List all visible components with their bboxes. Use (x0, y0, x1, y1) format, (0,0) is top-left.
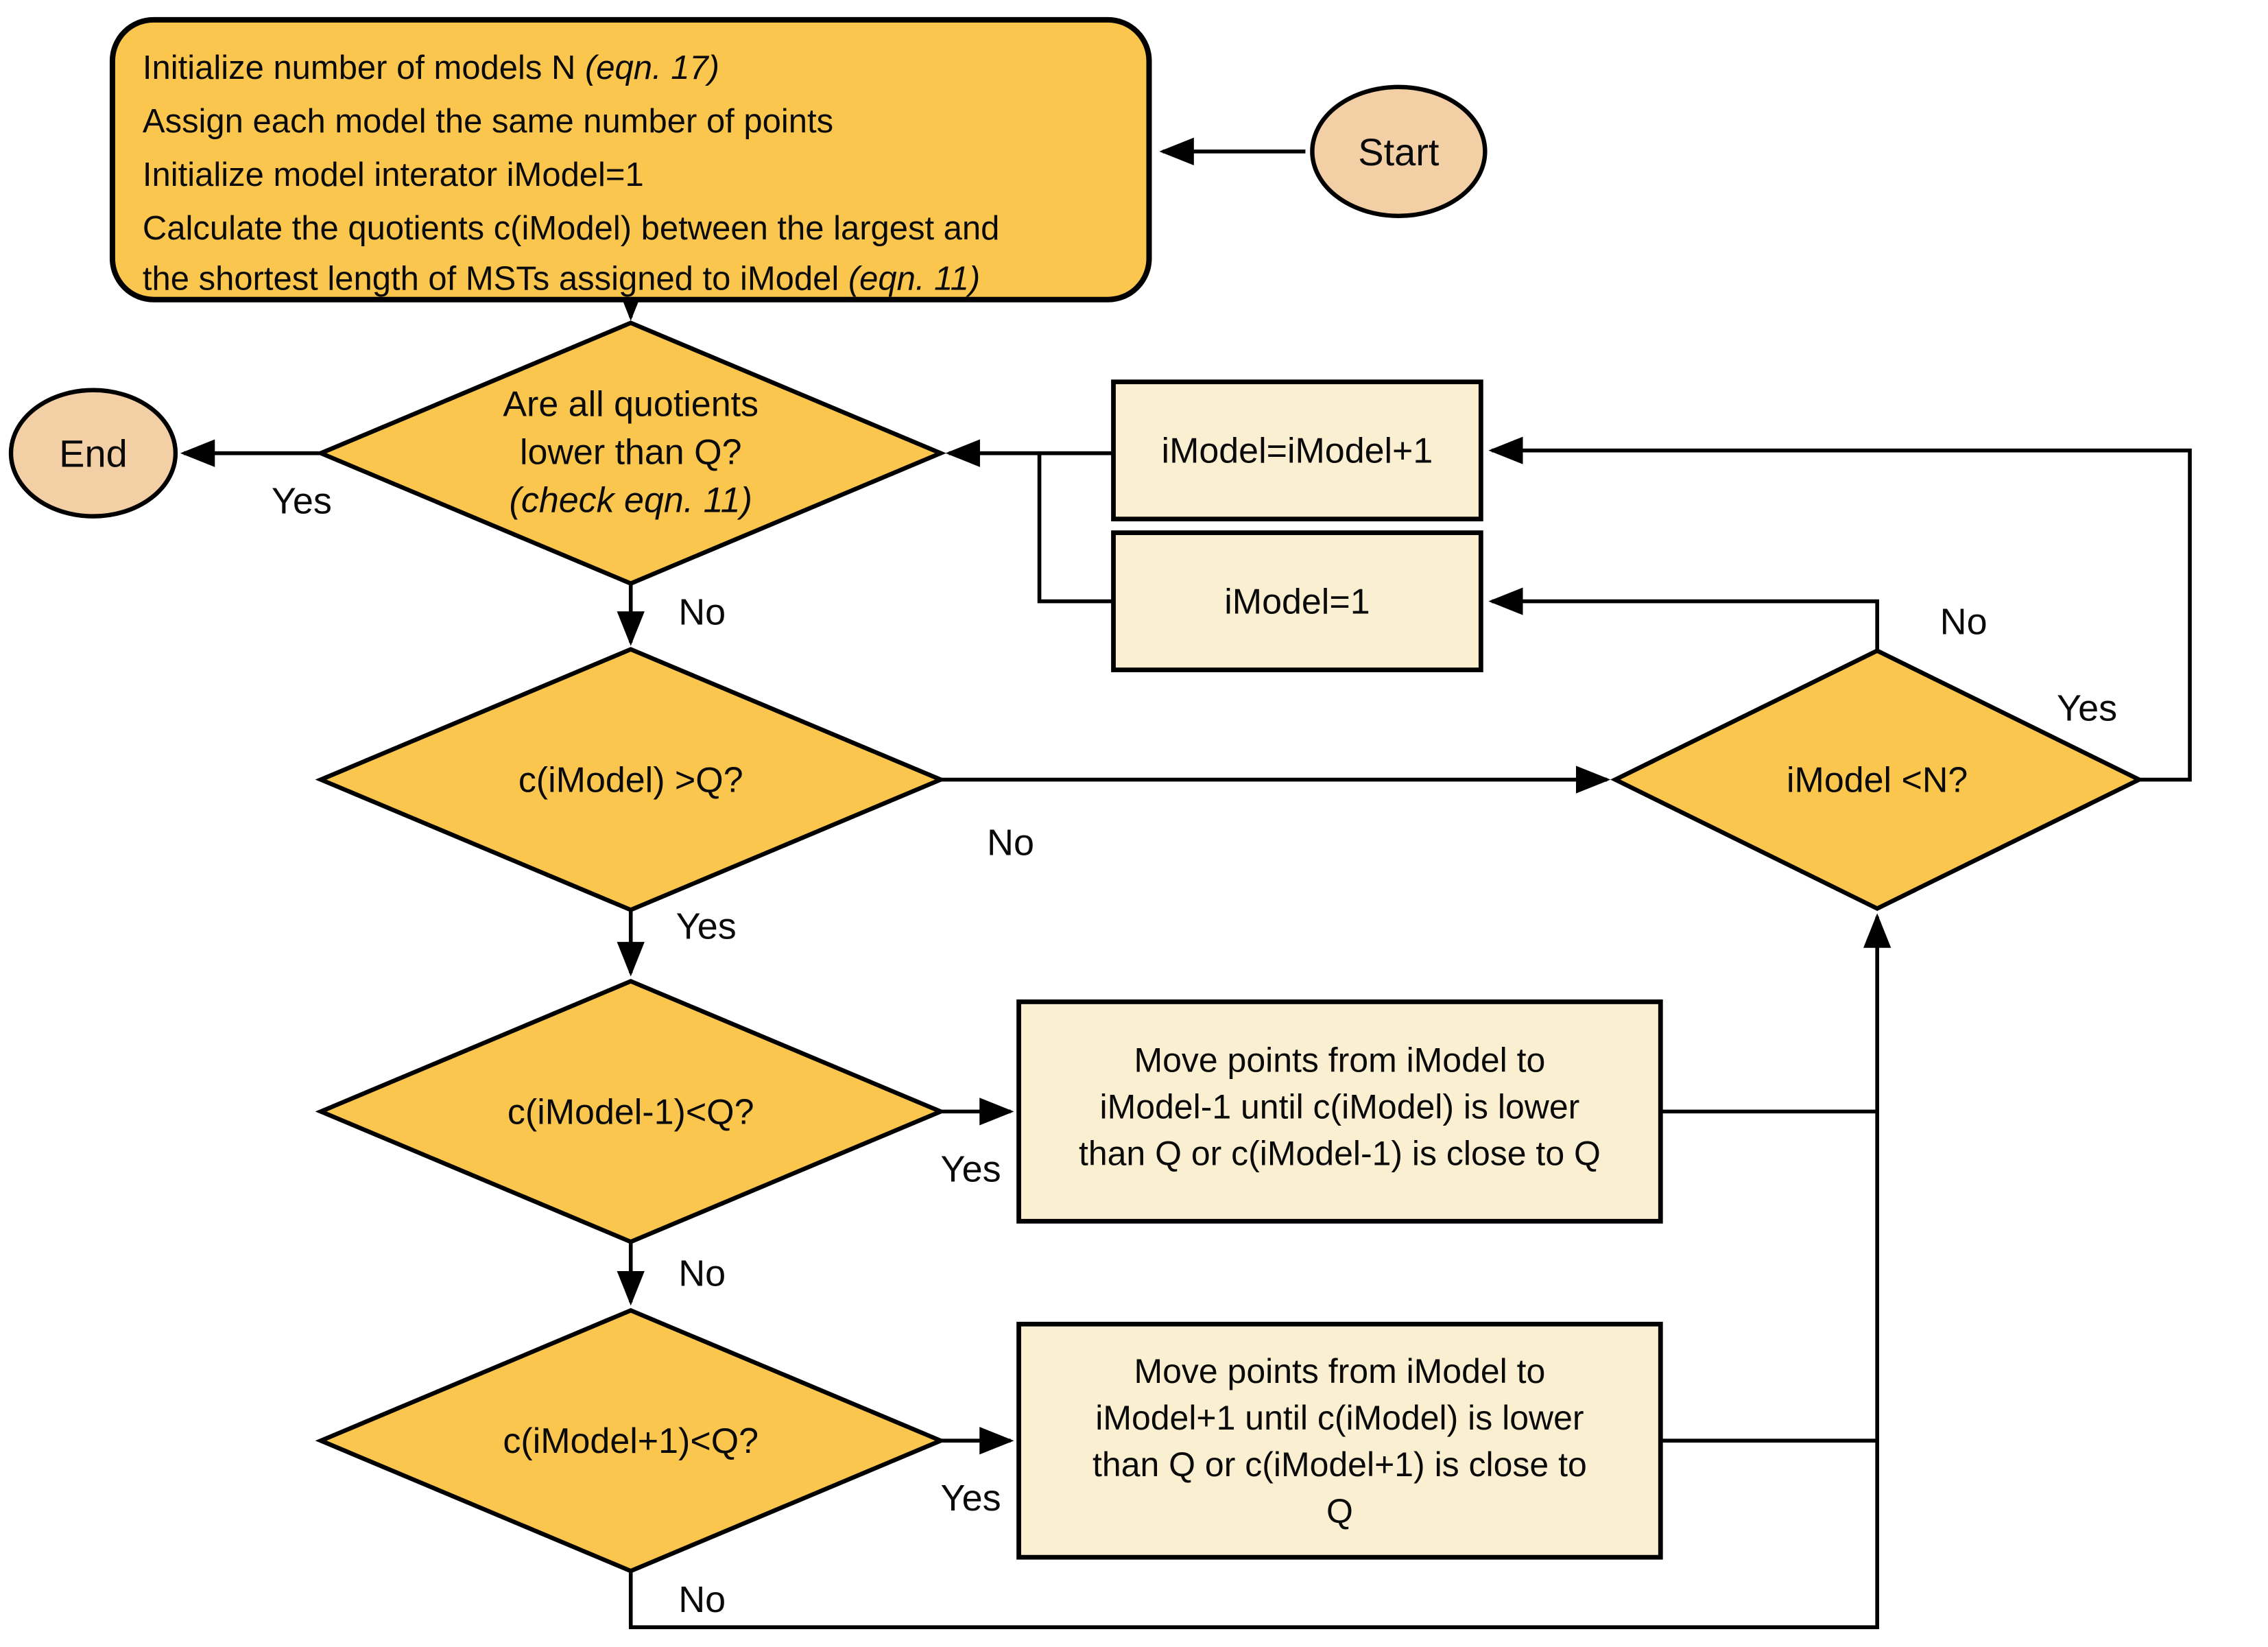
process-reset-imodel (1111, 530, 1483, 672)
edge-dn-no-to-reset (1488, 587, 1879, 651)
move1-line-3: than Q or c(iModel-1) is close to Q (1079, 1134, 1601, 1172)
label-d2-no: No (987, 822, 1034, 863)
label-d1-no: No (678, 592, 726, 633)
label-d4-no: No (678, 1579, 726, 1620)
process-increment-imodel (1111, 379, 1483, 522)
edge-reset-to-junction (1037, 453, 1114, 604)
init-line-1: Initialize number of models N (eqn. 17) (143, 49, 719, 86)
decision-c-imodel-minus1-lt-q (315, 978, 946, 1244)
inc-label: iModel=iModel+1 (1162, 431, 1433, 471)
dn-label: iModel <N? (1787, 761, 1968, 801)
terminal-end (8, 388, 178, 519)
terminal-start-label: Start (1358, 130, 1440, 174)
decision-c-imodel-gt-q (315, 647, 946, 912)
process-move-points-minus1 (1016, 999, 1663, 1224)
d1-line-3: (check eqn. 11) (510, 481, 752, 521)
process-move-points-plus1 (1016, 1321, 1663, 1560)
move2-line-2: iModel+1 until c(iModel) is lower (1095, 1399, 1584, 1437)
decision-all-quotients-lower (315, 320, 946, 586)
move1-line-2: iModel-1 until c(iModel) is lower (1100, 1087, 1580, 1126)
edge-dn-yes-to-inc (1488, 436, 2192, 782)
d3-label: c(iModel-1)<Q? (508, 1092, 754, 1132)
label-d3-no: No (678, 1253, 726, 1294)
move2-line-1: Move points from iModel to (1134, 1352, 1545, 1390)
move1-line-1: Move points from iModel to (1134, 1041, 1545, 1079)
d2-label: c(iModel) >Q? (518, 761, 743, 801)
init-line-3: Initialize model interator iModel=1 (143, 156, 644, 193)
terminal-start (1310, 84, 1488, 218)
edge-d4-no-to-dn-bottom (628, 913, 1891, 1629)
init-line-5: the shortest length of MSTs assigned to … (143, 261, 980, 298)
label-d1-yes: Yes (272, 481, 332, 522)
label-d4-yes: Yes (941, 1478, 1001, 1519)
label-dn-yes: Yes (2057, 688, 2117, 729)
decision-c-imodel-plus1-lt-q (315, 1307, 946, 1574)
label-d2-yes: Yes (676, 905, 737, 947)
d1-line-1: Are all quotients (503, 385, 759, 425)
terminal-end-label: End (59, 432, 128, 475)
init-line-4: Calculate the quotients c(iModel) betwee… (143, 210, 999, 247)
d4-label: c(iModel+1)<Q? (503, 1421, 759, 1461)
process-initialize-box (109, 16, 1152, 303)
move2-line-3: than Q or c(iModel+1) is close to (1093, 1445, 1587, 1484)
decision-imodel-lt-n (1610, 648, 2145, 912)
reset-label: iModel=1 (1224, 582, 1370, 622)
d1-line-2: lower than Q? (520, 433, 742, 473)
label-dn-no: No (1940, 602, 1988, 643)
init-line-2: Assign each model the same number of poi… (143, 103, 833, 140)
move2-line-4: Q (1326, 1492, 1353, 1530)
label-d3-yes: Yes (941, 1148, 1001, 1189)
